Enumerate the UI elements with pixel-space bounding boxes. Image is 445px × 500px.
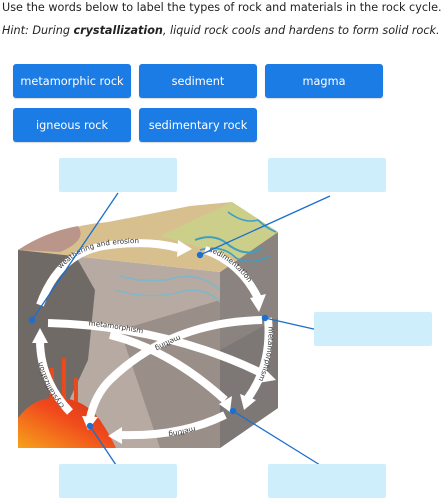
- metamorphism-upper-arrow: [47, 319, 267, 379]
- melting-middle-arrowhead: [219, 396, 232, 412]
- leader-line-bottom-right: [232, 410, 321, 466]
- crystallization-arrow: [36, 339, 73, 415]
- leader-line-top-left: [31, 192, 119, 321]
- hint-prefix: Hint: During: [2, 24, 74, 37]
- sediment-layer-stripe-2: [114, 289, 221, 303]
- river-channel-2: [199, 247, 271, 263]
- anchor-dot-metamorphic: [229, 407, 237, 415]
- mountain-ridge: [18, 226, 81, 252]
- melting-lower-arrow: [119, 411, 227, 440]
- hint-suffix: , liquid rock cools and hardens to form …: [162, 24, 440, 37]
- sedimentation-arrow: [203, 246, 262, 300]
- drop-zone-bottom-left[interactable]: [59, 464, 177, 498]
- weathering-arrowhead: [177, 240, 192, 257]
- river-plain: [160, 202, 278, 258]
- anchor-dot-sedimentary: [261, 314, 269, 322]
- sediment-layer-stripe-1: [119, 275, 221, 291]
- anchor-dot-magma: [86, 422, 94, 430]
- hint-bold-term: crystallization: [73, 24, 163, 37]
- word-chip-sediment[interactable]: sediment: [139, 64, 257, 98]
- metamorphism-right-arrowhead: [240, 394, 256, 410]
- metamorphism-right-arrow: [244, 317, 273, 401]
- word-chip-igneous-rock[interactable]: igneous rock: [13, 108, 131, 142]
- crystallization-arrowhead: [32, 328, 48, 343]
- magma-dike-3: [74, 378, 78, 402]
- metamorphism-upper-arrowhead: [258, 366, 276, 383]
- instructions-text: Use the words below to label the types o…: [2, 1, 442, 14]
- leader-line-bottom-left: [89, 425, 117, 466]
- sedimentation-arrowhead: [250, 294, 266, 312]
- melting-upper-arrow: [86, 316, 263, 419]
- river-channel-1: [194, 236, 263, 254]
- melting-lower-arrowhead: [108, 427, 122, 444]
- anchor-dot-surface: [196, 251, 204, 259]
- drop-zone-top-left[interactable]: [59, 158, 177, 192]
- word-chip-magma[interactable]: magma: [265, 64, 383, 98]
- leader-line-right: [264, 317, 319, 331]
- melting-middle-arrow: [109, 331, 228, 403]
- leader-line-top-right: [199, 195, 331, 256]
- anchor-dot-dark-rock: [28, 316, 36, 324]
- drop-zone-top-right[interactable]: [268, 158, 386, 192]
- river-channel-3: [227, 211, 277, 233]
- drop-zone-right[interactable]: [314, 312, 432, 346]
- magma-dike-2: [62, 358, 66, 400]
- weathering-arrow: [36, 239, 180, 307]
- hint-text: Hint: During crystallization, liquid roc…: [2, 24, 440, 37]
- drop-zone-bottom-right[interactable]: [268, 464, 386, 498]
- word-chip-sedimentary-rock[interactable]: sedimentary rock: [139, 108, 257, 142]
- magma-chamber: [18, 397, 116, 448]
- word-chip-metamorphic-rock[interactable]: metamorphic rock: [13, 64, 131, 98]
